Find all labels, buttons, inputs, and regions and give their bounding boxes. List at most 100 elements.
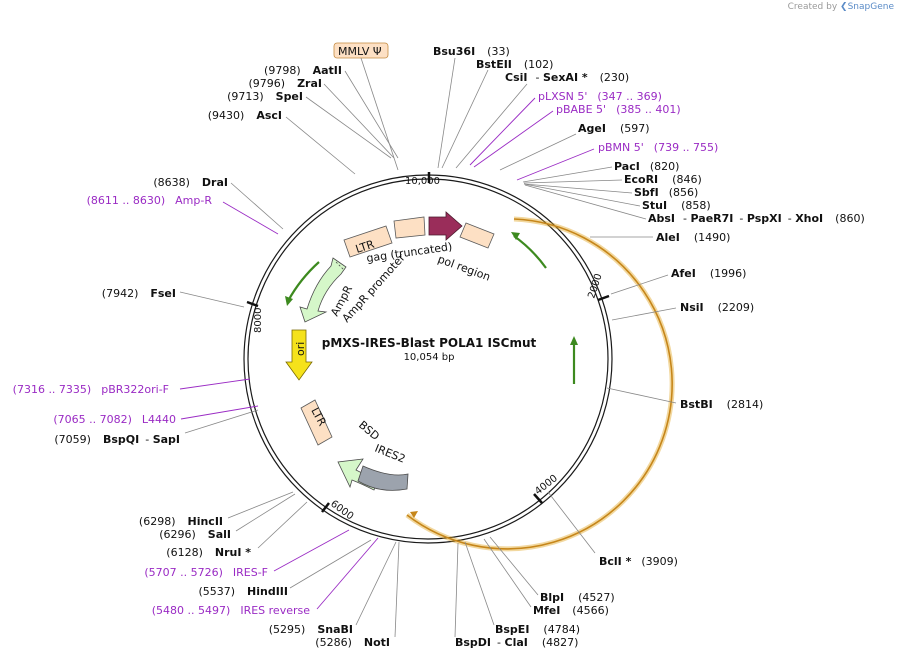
feature-insert-arrow — [428, 211, 463, 241]
leader-paci — [522, 166, 613, 183]
leader-nrui — [257, 501, 308, 549]
leader-aatii — [344, 70, 399, 159]
leader-bspdi — [454, 542, 459, 638]
leader-drai — [230, 182, 284, 230]
site-sali: (6296)SalI — [159, 528, 231, 541]
primer-plxsn: pLXSN 5'(347 .. 369) — [538, 90, 662, 103]
feature-ori-arrow — [285, 329, 313, 381]
site-paci: PacI(820) — [614, 160, 679, 173]
site-agei: AgeI(597) — [578, 122, 650, 135]
feature-ires2-block — [357, 465, 409, 491]
leader-pbmn — [516, 148, 595, 181]
feature-ori-label: ori — [294, 342, 307, 356]
site-asci: (9430)AscI — [208, 109, 282, 122]
leader-bcli — [547, 491, 596, 554]
feature-ltr-bottom — [300, 399, 333, 446]
feature-ires2-label: IRES2 — [373, 442, 407, 466]
site-bspei: BspEI(4784) — [495, 623, 580, 636]
leader-mmlv — [360, 57, 399, 171]
site-leaders — [179, 57, 677, 638]
primer-pbr322ori: (7316 .. 7335)pBR322ori-F — [13, 383, 169, 396]
snapgene-logo-icon: ❮ — [840, 2, 848, 12]
primer-ires-reverse: (5480 .. 5497)IRES reverse — [152, 604, 310, 617]
leader-noti — [394, 541, 400, 638]
orf-arc — [406, 218, 673, 550]
leader-zrai — [323, 83, 395, 159]
credit-brand: SnapGene — [847, 2, 894, 12]
leader-hindiii — [289, 539, 372, 589]
feature-ltr-top-label: LTR — [354, 238, 376, 256]
leader-bspei — [464, 541, 495, 626]
leader-absi — [524, 184, 647, 220]
feature-ampr-promoter-mark — [335, 261, 345, 271]
leader-ecori — [523, 179, 623, 184]
primer-l4440: (7065 .. 7082)L4440 — [53, 413, 176, 426]
primer-leaders — [179, 97, 595, 610]
leader-bsteii — [441, 69, 489, 169]
site-sbfi: SbfI(856) — [634, 186, 698, 199]
tick-mark-8000 — [246, 300, 259, 308]
leader-ires-f — [273, 529, 350, 572]
site-bsteii: BstEII(102) — [476, 58, 553, 71]
snapgene-credit: Created by ❮SnapGene — [788, 2, 894, 12]
tick-label-2000: 2000 — [586, 272, 604, 300]
site-aatii: (9798)AatII — [264, 64, 342, 77]
tick-mark-4000 — [533, 493, 543, 504]
leader-snabi — [355, 541, 397, 626]
site-zrai: (9796)ZraI — [249, 77, 323, 90]
leader-fsei — [179, 291, 245, 308]
feature-gag-block — [393, 216, 426, 239]
site-hincii: (6298)HincII — [139, 515, 223, 528]
leader-mfei — [483, 538, 532, 608]
site-bspqi: (7059)BspQI- SapI — [54, 433, 180, 446]
leader-amp-r — [222, 201, 279, 235]
site-ecori: EcoRI(846) — [624, 173, 702, 186]
site-snabi: (5295)SnaBI — [269, 623, 353, 636]
site-noti: (5286)NotI — [315, 636, 390, 649]
feature-pol-region — [459, 222, 495, 249]
feature-mmlv-label: MMLV Ψ — [338, 45, 382, 58]
tick-mark-2000 — [597, 294, 610, 302]
leader-ires-reverse — [316, 537, 379, 610]
tick-label-10000: 10,000 — [405, 176, 440, 187]
orf-green-segment-top — [513, 235, 547, 269]
tick-label-6000: 6000 — [328, 499, 355, 523]
orf-arrowhead — [410, 511, 418, 518]
credit-prefix: Created by — [787, 2, 838, 12]
leader-bsu36i — [437, 57, 456, 169]
leader-hincii — [227, 491, 294, 519]
leader-blpi — [489, 536, 539, 596]
leader-spei — [305, 96, 392, 159]
site-bsu36i: Bsu36I(33) — [433, 45, 510, 58]
site-nsii: NsiI(2209) — [680, 301, 754, 314]
leader-bstbi — [606, 387, 677, 404]
tick-label-8000: 8000 — [253, 308, 264, 333]
leader-bspqi — [184, 409, 259, 434]
site-absi: AbsI- PaeR7I- PspXI- XhoI(860) — [648, 212, 865, 225]
tick-mark-6000 — [321, 502, 330, 513]
primer-ires-f: (5707 .. 5726)IRES-F — [144, 566, 268, 579]
feature-ampr-arrow — [299, 257, 347, 323]
leader-sali — [235, 493, 296, 532]
leader-nsii — [611, 307, 677, 321]
leader-sbfi — [523, 183, 633, 194]
plasmid-length: 10,054 bp — [404, 352, 455, 363]
primer-pbmn: pBMN 5'(739 .. 755) — [598, 141, 718, 154]
orf-green-arrow-mid — [570, 336, 578, 345]
site-bspdi: BspDI- ClaI(4827) — [455, 636, 578, 649]
site-spei: (9713)SpeI — [227, 90, 303, 103]
site-blpi: BlpI(4527) — [540, 591, 615, 604]
feature-ltr-top — [343, 225, 393, 258]
feature-pol-label: pol region — [436, 253, 492, 284]
site-afei: AfeI(1996) — [671, 267, 746, 280]
site-hindiii: (5537)HindIII — [198, 585, 288, 598]
plasmid-name: pMXS-IRES-Blast POLA1 ISCmut — [322, 336, 537, 350]
leader-l4440 — [180, 405, 259, 420]
ampr-green-arrow — [285, 296, 293, 306]
site-drai: (8638)DraI — [153, 176, 228, 189]
site-mfei: MfeI(4566) — [533, 604, 609, 617]
site-bstbi: BstBI(2814) — [680, 398, 763, 411]
site-stui: StuI(858) — [642, 199, 711, 212]
orf-green-arrow-top — [511, 232, 520, 240]
